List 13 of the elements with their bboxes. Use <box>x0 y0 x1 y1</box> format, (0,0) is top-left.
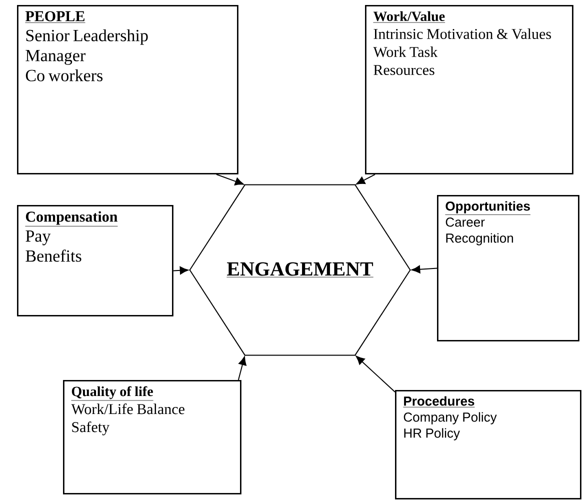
arrow <box>356 356 396 392</box>
arrow <box>216 174 244 186</box>
arrow <box>172 266 189 274</box>
arrow <box>238 356 246 380</box>
text-box: Opportunities Career Recognition <box>437 195 580 342</box>
text-box: PEOPLE Senior Leadership Manager Co workers <box>17 5 238 174</box>
text-box: Work/Value Intrinsic Motivation & Values Work Task Resources <box>365 5 574 174</box>
text-box: Quality of life Work/Life Balance Safety <box>63 380 242 494</box>
hexagon: ENGAGEMENT <box>189 184 411 356</box>
text-box: Procedures Company Policy HR Policy <box>395 390 582 500</box>
arrow <box>411 265 438 274</box>
arrow <box>356 174 376 184</box>
text-box: Compensation Pay Benefits <box>17 205 174 316</box>
